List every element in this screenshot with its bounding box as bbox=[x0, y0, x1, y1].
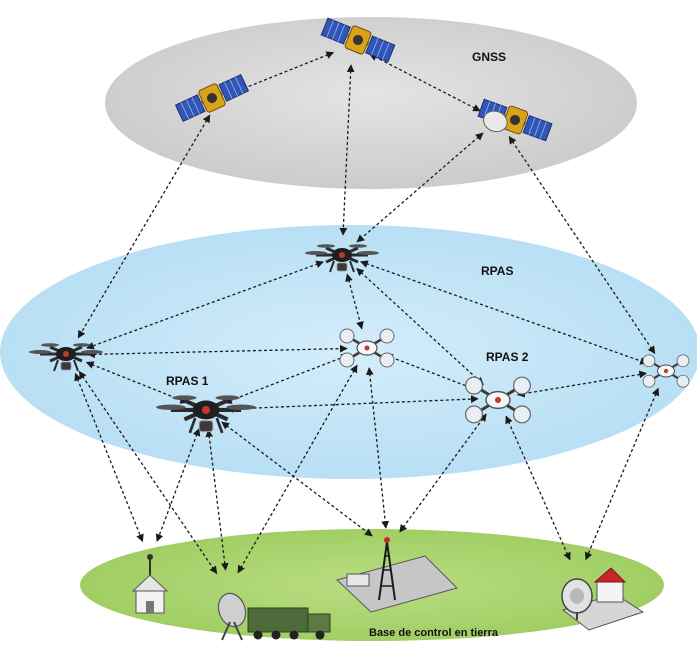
radar-truck-icon bbox=[217, 592, 331, 641]
ground-base-label: Base de control en tierra bbox=[369, 627, 499, 639]
satellite-dish-icon bbox=[561, 567, 645, 631]
link-arrow bbox=[87, 344, 348, 359]
rpas-layer bbox=[0, 225, 697, 479]
link-arrow bbox=[369, 53, 481, 112]
gnss-label: GNSS bbox=[472, 50, 506, 64]
link-arrow bbox=[339, 64, 355, 236]
link-arrow bbox=[384, 353, 481, 393]
link-arrow bbox=[155, 427, 201, 543]
satellite-icon bbox=[476, 95, 554, 145]
link-arrow bbox=[505, 415, 571, 561]
rpas-label: RPAS bbox=[481, 264, 513, 278]
link-arrow bbox=[237, 51, 335, 92]
chapel-icon bbox=[131, 554, 169, 614]
link-arrow bbox=[584, 387, 660, 561]
link-arrow bbox=[356, 132, 484, 243]
antenna-tower-icon bbox=[336, 537, 458, 613]
communication-links bbox=[74, 51, 660, 575]
rpas2-label: RPAS 2 bbox=[486, 350, 529, 364]
link-arrow bbox=[360, 260, 648, 365]
link-arrow bbox=[399, 413, 487, 533]
link-arrow bbox=[205, 429, 229, 571]
rpas1-label: RPAS 1 bbox=[166, 374, 209, 388]
link-arrow bbox=[365, 367, 390, 529]
link-arrow bbox=[237, 364, 358, 574]
link-arrow bbox=[225, 395, 479, 413]
link-arrow bbox=[86, 260, 324, 350]
